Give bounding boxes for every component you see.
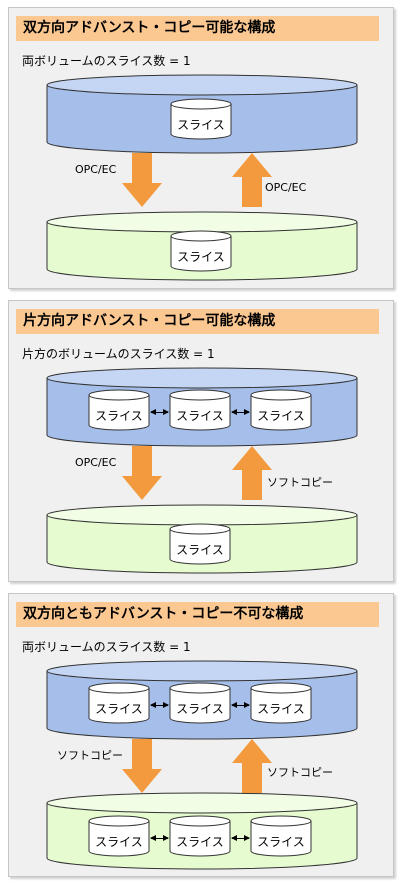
slice-label: スライス xyxy=(177,250,225,264)
slice: スライス xyxy=(169,389,231,431)
slice: スライス xyxy=(169,682,231,724)
slice-link-arrow xyxy=(150,835,169,841)
slice-label: スライス xyxy=(95,702,143,716)
slice-label: スライス xyxy=(257,409,305,423)
down-arrow-icon xyxy=(122,739,162,793)
down-arrow-icon xyxy=(122,446,162,500)
slice: スライス xyxy=(88,682,150,724)
down-arrow-icon xyxy=(122,153,162,207)
slice: スライス xyxy=(170,98,232,140)
slice-label: スライス xyxy=(176,409,224,423)
up-arrow-icon xyxy=(232,153,272,207)
slice-label: スライス xyxy=(95,835,143,849)
panel-title: 双方向アドバンスト・コピー可能な構成 xyxy=(16,16,379,41)
slice: スライス xyxy=(169,523,231,565)
up-copy-label: ソフトコピー xyxy=(267,766,333,779)
slice: スライス xyxy=(250,815,312,857)
slice-link-arrow xyxy=(150,409,169,415)
up-arrow-icon xyxy=(232,446,272,500)
slice-label: スライス xyxy=(257,835,305,849)
slice-label: スライス xyxy=(176,702,224,716)
slice-label: スライス xyxy=(177,118,225,132)
slice-label: スライス xyxy=(95,409,143,423)
panel-bidirectional-copy: 双方向アドバンスト・コピー可能な構成 両ボリュームのスライス数 = 1 スライス… xyxy=(8,7,394,289)
panel-title: 双方向ともアドバンスト・コピー不可な構成 xyxy=(16,602,379,627)
panel-unidirectional-copy: 片方向アドバンスト・コピー可能な構成 片方のボリュームのスライス数 = 1 スラ… xyxy=(8,300,394,582)
slice-link-arrow xyxy=(231,409,250,415)
slice: スライス xyxy=(88,389,150,431)
up-arrow-icon xyxy=(232,739,272,793)
slice: スライス xyxy=(88,815,150,857)
down-copy-label: ソフトコピー xyxy=(57,749,123,762)
panel-subtitle: 両ボリュームのスライス数 = 1 xyxy=(22,54,191,68)
slice-link-arrow xyxy=(150,702,169,708)
slice: スライス xyxy=(169,815,231,857)
slice-label: スライス xyxy=(176,543,224,557)
slice-label: スライス xyxy=(257,702,305,716)
up-copy-label: OPC/EC xyxy=(265,181,307,194)
slice-label: スライス xyxy=(176,835,224,849)
down-copy-label: OPC/EC xyxy=(75,163,117,176)
slice-link-arrow xyxy=(231,835,250,841)
up-copy-label: ソフトコピー xyxy=(267,476,333,489)
slice: スライス xyxy=(250,389,312,431)
slice: スライス xyxy=(250,682,312,724)
panel-subtitle: 両ボリュームのスライス数 = 1 xyxy=(22,640,191,654)
panel-subtitle: 片方のボリュームのスライス数 = 1 xyxy=(22,347,215,361)
slice: スライス xyxy=(170,230,232,272)
panel-title: 片方向アドバンスト・コピー可能な構成 xyxy=(16,309,379,334)
down-copy-label: OPC/EC xyxy=(75,456,117,469)
panel-no-advanced-copy: 双方向ともアドバンスト・コピー不可な構成 両ボリュームのスライス数 = 1 スラ… xyxy=(8,593,394,877)
slice-link-arrow xyxy=(231,702,250,708)
